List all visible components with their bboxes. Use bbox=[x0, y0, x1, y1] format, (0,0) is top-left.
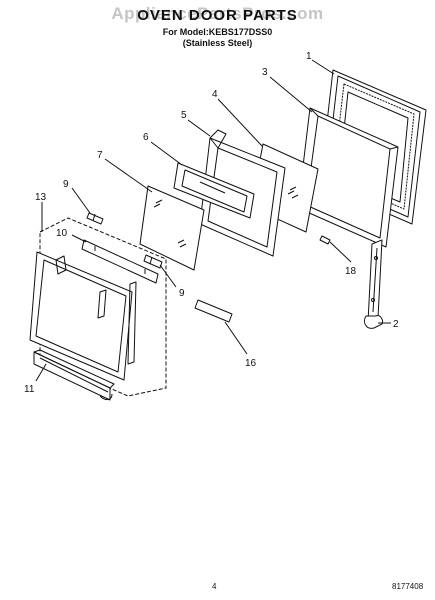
callout-6: 6 bbox=[143, 132, 149, 143]
leader-lines bbox=[35, 59, 391, 382]
part-7-door-glass bbox=[139, 185, 205, 271]
callout-7: 7 bbox=[97, 150, 103, 161]
watermark: AppliancePartsPros.com bbox=[111, 4, 324, 23]
part-13-door-assembly bbox=[29, 217, 167, 397]
callout-9-upper: 9 bbox=[63, 179, 69, 190]
callout-18: 18 bbox=[345, 266, 357, 277]
part-18-clip bbox=[319, 235, 331, 245]
callout-11: 11 bbox=[24, 384, 35, 395]
diagram-code: 8177408 bbox=[392, 582, 424, 591]
callout-1: 1 bbox=[306, 51, 312, 62]
part-2-hinge bbox=[363, 239, 383, 329]
callout-3: 3 bbox=[262, 67, 268, 78]
callout-10: 10 bbox=[56, 228, 68, 239]
part-16-trim bbox=[194, 299, 233, 323]
callout-16: 16 bbox=[245, 358, 257, 369]
page-number: 4 bbox=[212, 582, 217, 591]
callout-13: 13 bbox=[35, 192, 47, 203]
part-6-insulation-bracket bbox=[173, 162, 255, 219]
callout-5: 5 bbox=[181, 110, 187, 121]
callout-4: 4 bbox=[212, 89, 218, 100]
part-9-bracket-lower bbox=[143, 254, 163, 269]
part-9-bracket-upper bbox=[86, 212, 104, 225]
diagram-title: OVEN DOOR PARTS bbox=[137, 7, 298, 24]
model-line: For Model:KEBS177DSS0 bbox=[162, 27, 273, 37]
part-10-vent-strip bbox=[81, 239, 159, 284]
part-11-door-handle bbox=[33, 349, 115, 401]
callout-9-lower: 9 bbox=[179, 288, 185, 299]
finish-line: (Stainless Steel) bbox=[182, 38, 253, 48]
callout-2: 2 bbox=[393, 319, 399, 330]
